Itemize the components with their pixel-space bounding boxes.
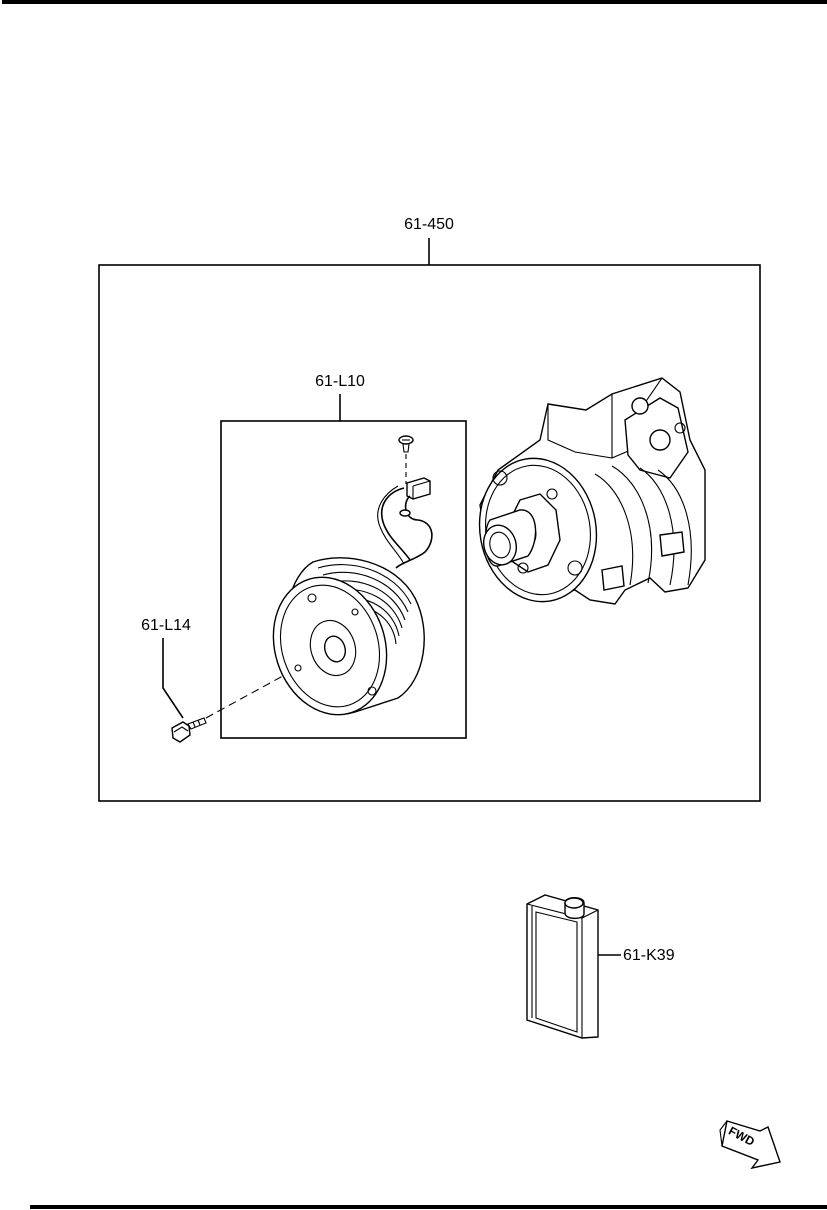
- bottom-rule: [30, 1205, 827, 1209]
- callout-oil-can[interactable]: 61-K39: [623, 947, 675, 964]
- clutch-wire: [381, 487, 433, 569]
- screw-part[interactable]: [398, 435, 414, 453]
- top-rule: [2, 0, 827, 4]
- callout-clutch-kit[interactable]: 61-L10: [315, 373, 365, 390]
- callout-assembly[interactable]: 61-450: [404, 216, 454, 233]
- compressor-part[interactable]: [468, 377, 706, 611]
- callout-bolt[interactable]: 61-L14: [141, 617, 191, 634]
- clutch-pulley-part[interactable]: [256, 557, 425, 730]
- oil-can-part[interactable]: [526, 894, 599, 1039]
- assembly-frame: [98, 264, 761, 802]
- clutch-kit-frame: [220, 420, 467, 739]
- bolt-part[interactable]: [171, 717, 207, 743]
- wire-grommet: [399, 509, 411, 517]
- wire-connector: [406, 477, 431, 500]
- fwd-arrow-icon: FWD: [719, 1120, 781, 1170]
- leader-bolt: [162, 638, 184, 719]
- clutch-wire-inner: [377, 485, 405, 565]
